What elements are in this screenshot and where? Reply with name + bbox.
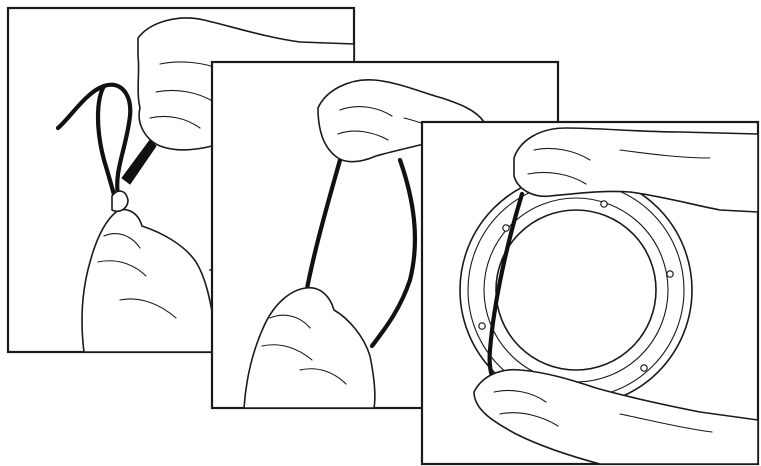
panel-1-pinched-tip [112, 191, 128, 211]
screw-icon [479, 323, 485, 329]
screw-icon [667, 271, 673, 277]
screw-icon [601, 201, 607, 207]
screw-icon [503, 225, 509, 231]
panel-step-3 [422, 122, 758, 464]
screw-icon [641, 365, 647, 371]
